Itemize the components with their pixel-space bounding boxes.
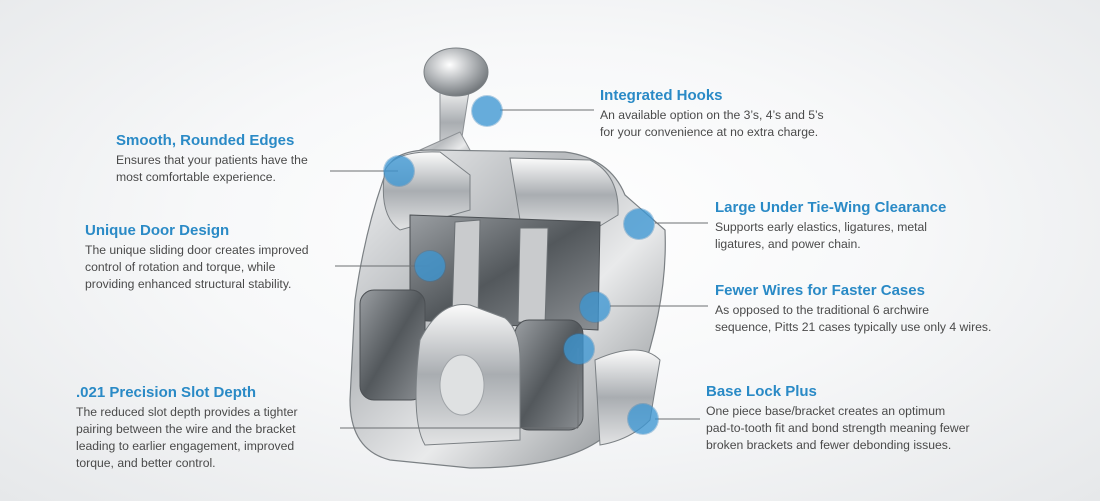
marker-tie-wing-clearance[interactable] xyxy=(624,209,654,239)
marker-base-lock[interactable] xyxy=(628,404,658,434)
callout-description: The reduced slot depth provides a tighte… xyxy=(76,405,298,470)
callout-title: Integrated Hooks xyxy=(600,87,723,104)
callout-title: Large Under Tie-Wing Clearance xyxy=(715,199,947,216)
callout-door-design: Unique Door Design The unique sliding do… xyxy=(85,222,365,293)
callout-description: Ensures that your patients have the most… xyxy=(116,153,308,184)
callout-tie-wing-clearance: Large Under Tie-Wing Clearance Supports … xyxy=(715,199,1015,253)
marker-smooth-edges[interactable] xyxy=(384,156,414,186)
callout-integrated-hooks: Integrated Hooks An available option on … xyxy=(600,87,900,141)
callout-slot-depth: .021 Precision Slot Depth The reduced sl… xyxy=(76,384,356,472)
marker-slot-depth[interactable] xyxy=(564,334,594,364)
marker-fewer-wires[interactable] xyxy=(580,292,610,322)
callout-fewer-wires: Fewer Wires for Faster Cases As opposed … xyxy=(715,282,1045,336)
callout-base-lock: Base Lock Plus One piece base/bracket cr… xyxy=(706,383,1036,454)
callout-description: Supports early elastics, ligatures, meta… xyxy=(715,220,928,251)
callout-description: An available option on the 3’s, 4’s and … xyxy=(600,108,824,139)
callout-description: As opposed to the traditional 6 archwire… xyxy=(715,303,992,334)
callout-title: Smooth, Rounded Edges xyxy=(116,132,295,149)
callout-description: One piece base/bracket creates an optimu… xyxy=(706,404,970,452)
callout-title: .021 Precision Slot Depth xyxy=(76,384,257,401)
callout-smooth-edges: Smooth, Rounded Edges Ensures that your … xyxy=(116,132,356,186)
callout-title: Fewer Wires for Faster Cases xyxy=(715,282,925,299)
marker-door-design[interactable] xyxy=(415,251,445,281)
callout-title: Base Lock Plus xyxy=(706,383,817,400)
marker-integrated-hooks[interactable] xyxy=(472,96,502,126)
callout-description: The unique sliding door creates improved… xyxy=(85,243,309,291)
callout-title: Unique Door Design xyxy=(85,222,230,239)
